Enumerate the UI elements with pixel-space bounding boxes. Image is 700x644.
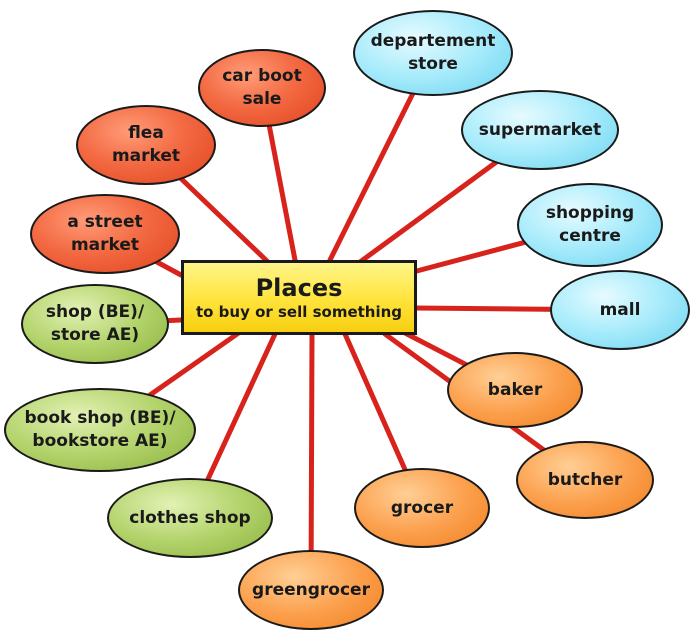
node-label: departement store <box>370 31 496 74</box>
node-baker[interactable]: baker <box>447 352 583 428</box>
node-label: supermarket <box>478 119 602 140</box>
node-label: butcher <box>547 469 623 490</box>
node-butcher[interactable]: butcher <box>516 441 654 519</box>
node-label: baker <box>487 379 543 400</box>
node-label: clothes shop <box>129 507 251 528</box>
central-topic[interactable]: Places to buy or sell something <box>181 260 417 335</box>
node-grocer[interactable]: grocer <box>354 468 490 548</box>
node-label: grocer <box>390 497 454 518</box>
node-label: a street market <box>67 212 143 255</box>
node-label: shopping centre <box>545 203 635 246</box>
central-topic-subtitle: to buy or sell something <box>195 302 403 321</box>
node-supermarket[interactable]: supermarket <box>461 90 619 170</box>
node-a-street-market[interactable]: a street market <box>30 194 180 274</box>
node-label: car boot sale <box>222 66 302 109</box>
node-car-boot-sale[interactable]: car boot sale <box>198 49 326 127</box>
node-clothes-shop[interactable]: clothes shop <box>107 478 273 558</box>
node-book-shop[interactable]: book shop (BE)/ bookstore AE) <box>4 388 196 472</box>
node-mall[interactable]: mall <box>550 270 690 350</box>
node-shopping-centre[interactable]: shopping centre <box>517 183 663 267</box>
node-departement-store[interactable]: departement store <box>353 10 513 96</box>
node-greengrocer[interactable]: greengrocer <box>238 550 384 630</box>
connector-greengrocer <box>308 331 315 593</box>
node-label: shop (BE)/ store AE) <box>45 302 145 345</box>
node-label: greengrocer <box>252 579 370 600</box>
node-label: mall <box>599 299 641 320</box>
node-flea-market[interactable]: flea market <box>76 105 216 185</box>
central-topic-title: Places <box>255 273 343 302</box>
node-label: book shop (BE)/ bookstore AE) <box>24 408 176 451</box>
node-shop-store[interactable]: shop (BE)/ store AE) <box>21 284 169 364</box>
node-label: flea market <box>111 123 181 166</box>
